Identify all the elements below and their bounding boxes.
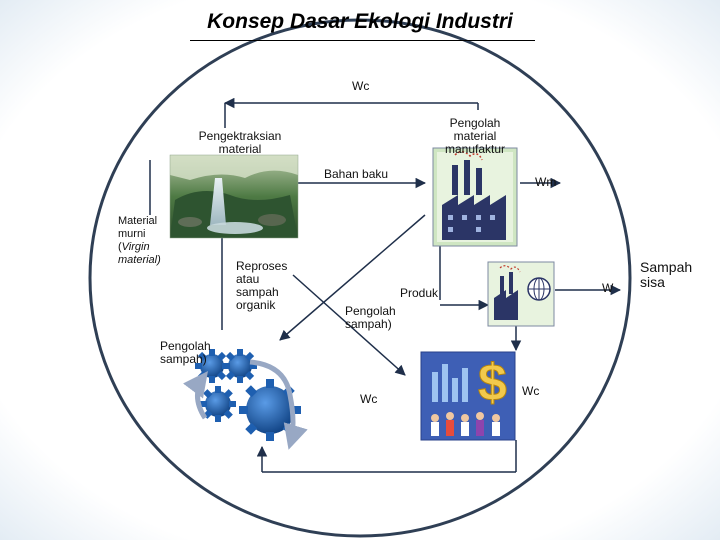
label-bahan-baku: Bahan baku (324, 167, 389, 181)
label-virgin-word: Virgin (121, 241, 150, 253)
label-manufaktur-line3: manufaktur (444, 142, 506, 156)
label-pengolah-left-line2: sampah) (160, 352, 207, 366)
page-title: Konsep Dasar Ekologi Industri (207, 10, 513, 33)
label-wc-bottom-right: Wc (522, 384, 540, 398)
label-pengolah-sampah-left: Pengolah sampah) (160, 340, 230, 366)
label-sampah-sisa: Sampah sisa (640, 260, 710, 290)
label-reproses-line3: sampah (236, 285, 279, 299)
label-reproses-line2: atau (236, 272, 260, 286)
title-underline (190, 40, 535, 41)
label-produk: Produk (400, 286, 439, 300)
label-wc-bottom-mid: Wc (360, 392, 378, 406)
label-pengolah-mid-line2: sampah) (345, 317, 392, 331)
label-reproses-line1: Reproses (236, 259, 288, 273)
label-reproses: Reproses atau sampah organik (236, 260, 296, 312)
label-wm: Wm (535, 175, 557, 189)
label-ekstraksi-line1: Pengektraksian (198, 129, 282, 143)
label-virgin-material: Material murni (Virgin material) (118, 215, 178, 267)
label-virgin-line4: material) (118, 254, 161, 266)
label-virgin-line1: Material (118, 215, 158, 227)
label-pengolah-mid-line1: Pengolah (345, 304, 396, 318)
label-pengolah-sampah-mid: Pengolah sampah) (345, 305, 415, 331)
label-sampah-sisa-line2: sisa (640, 274, 665, 290)
label-wc-top: Wc (352, 79, 370, 93)
label-sampah-sisa-line1: Sampah (640, 259, 693, 275)
label-ekstraksi-line2: material (218, 142, 262, 156)
label-reproses-line4: organik (236, 298, 276, 312)
label-manufaktur: Pengolah material manufaktur (425, 117, 525, 156)
label-ekstraksi: Pengektraksian material (185, 130, 295, 156)
label-pengolah-left-line1: Pengolah (160, 339, 211, 353)
label-manufaktur-line1: Pengolah (449, 116, 501, 130)
label-manufaktur-line2: material (453, 129, 497, 143)
label-virgin-paren: ( (118, 241, 122, 253)
label-virgin-line3: (Virgin (118, 241, 178, 254)
label-virgin-line2: murni (118, 228, 146, 240)
label-w: W (602, 281, 614, 295)
